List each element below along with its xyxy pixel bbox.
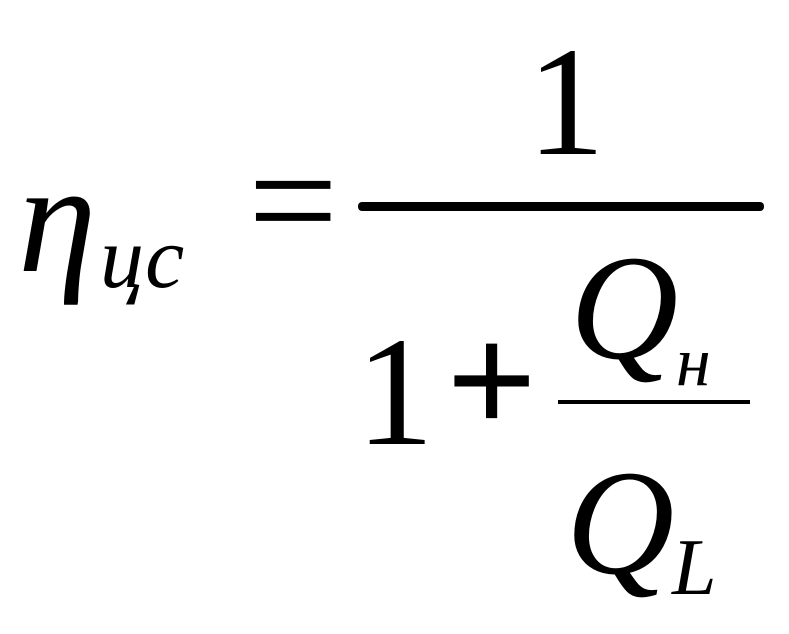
plus-sign: + bbox=[446, 291, 538, 469]
q-cold-subscript: L bbox=[672, 524, 717, 612]
main-numerator: 1 bbox=[527, 15, 605, 188]
eta-symbol: η bbox=[18, 131, 97, 306]
eta-subscript: цс bbox=[100, 210, 185, 307]
q-hot-subscript: н bbox=[676, 324, 711, 401]
denominator-constant: 1 bbox=[356, 305, 434, 478]
q-cold-symbol: Q bbox=[566, 440, 675, 606]
q-hot-symbol: Q bbox=[570, 225, 679, 391]
main-fraction-bar bbox=[358, 202, 764, 211]
inner-fraction-bar bbox=[558, 400, 750, 404]
equals-sign: = bbox=[248, 111, 339, 289]
